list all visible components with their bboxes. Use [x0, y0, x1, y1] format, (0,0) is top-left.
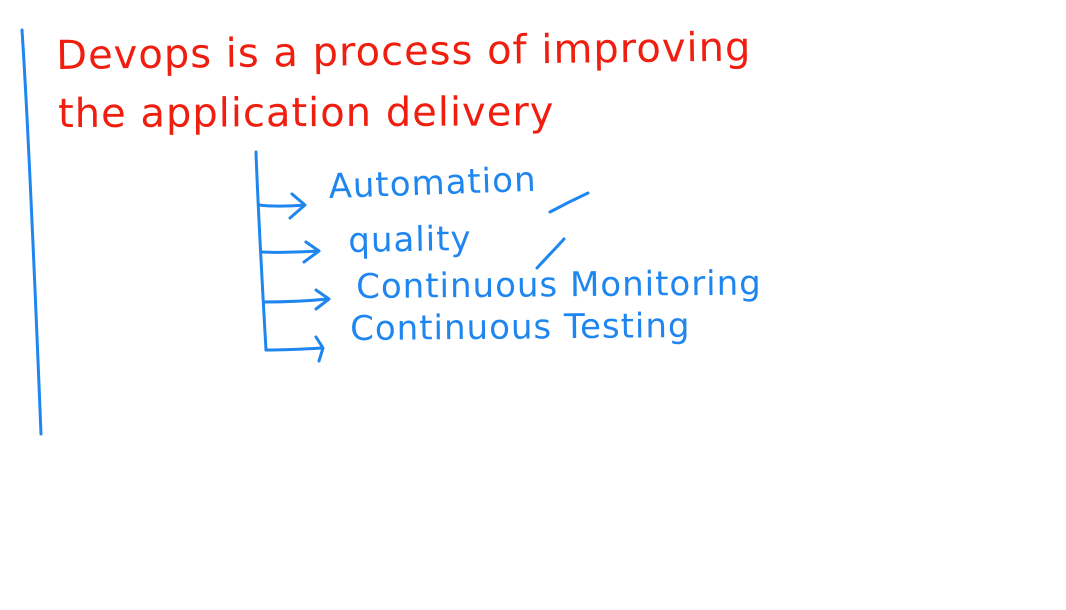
bracket-trunk	[254, 150, 268, 352]
list-item-automation: Automation	[327, 159, 538, 207]
arrow-automation	[257, 192, 307, 220]
arrow-testing	[264, 335, 325, 363]
arrow-monitoring	[262, 288, 331, 311]
check-mark-automation	[548, 191, 590, 214]
heading-line-2: the application delivery	[57, 89, 555, 137]
arrow-quality	[260, 240, 321, 264]
heading-line-1: Devops is a process of improving	[55, 24, 752, 79]
list-item-continuous-monitoring: Continuous Monitoring	[355, 263, 762, 307]
list-item-quality: quality	[347, 218, 472, 261]
check-mark-quality	[535, 237, 566, 270]
margin-line	[20, 28, 43, 436]
list-item-continuous-testing: Continuous Testing	[349, 306, 691, 349]
